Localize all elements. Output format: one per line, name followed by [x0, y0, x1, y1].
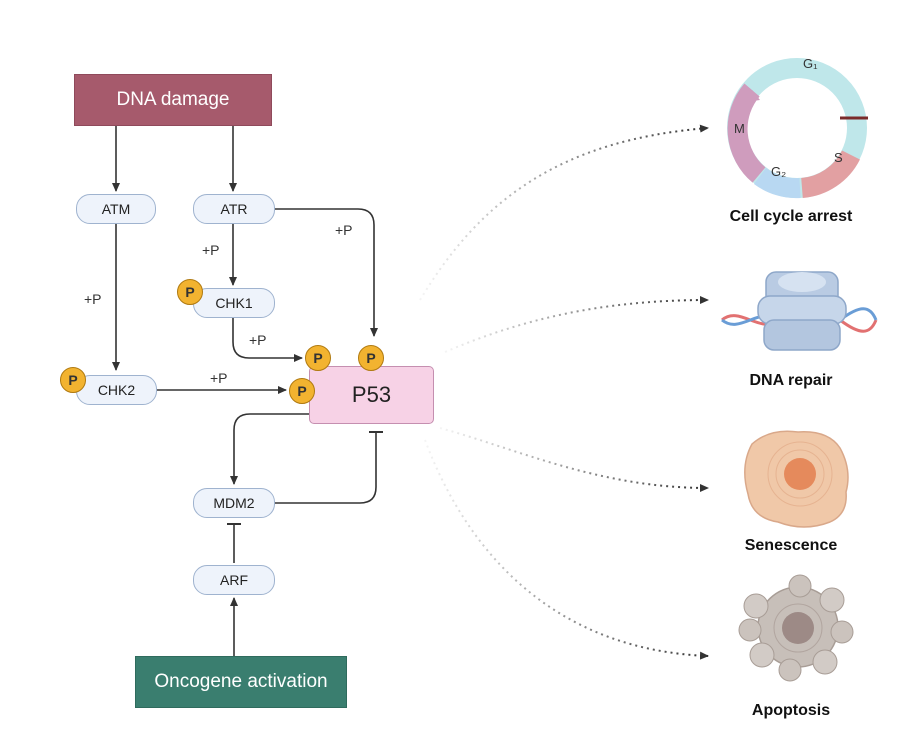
phosphate-label: P [313, 350, 323, 366]
plus-p-chk2-p53: +P [210, 370, 228, 386]
phosphate-badge-p53-top-left: P [305, 345, 331, 371]
p53-node: P53 [309, 366, 434, 424]
dna-damage-box: DNA damage [74, 74, 272, 126]
atm-label: ATM [101, 201, 131, 217]
outcome-senescence: Senescence [744, 537, 838, 554]
phosphate-label: P [297, 383, 307, 399]
arrow-p53-mdm2 [230, 413, 309, 485]
atm-node: ATM [76, 194, 156, 224]
arrow-atr-p53 [275, 208, 378, 337]
phase-m-label: M [734, 121, 745, 136]
phase-g2-label: G₂ [771, 164, 787, 179]
phosphate-badge-p53-left: P [289, 378, 315, 404]
dotted-arrow-apoptosis [424, 439, 709, 660]
outcome-cell-cycle-arrest: Cell cycle arrest [729, 208, 853, 225]
oncogene-label: Oncogene activation [154, 671, 328, 692]
phase-g1-label: G₁ [803, 56, 818, 71]
dotted-arrow-repair [444, 296, 709, 353]
dna-repair-icon [721, 271, 878, 351]
phosphate-label: P [366, 350, 376, 366]
cell-cycle-icon [727, 58, 868, 199]
arrow-chk1-p53 [232, 317, 303, 362]
mdm2-label: MDM2 [213, 495, 255, 511]
outcome-apoptosis: Apoptosis [751, 702, 831, 719]
plus-p-atr-p53: +P [335, 222, 353, 238]
phosphate-badge-p53-top-right: P [358, 345, 384, 371]
dna-damage-label: DNA damage [116, 89, 230, 110]
oncogene-activation-box: Oncogene activation [135, 656, 347, 708]
arf-node: ARF [193, 565, 275, 595]
phosphate-badge-chk2: P [60, 367, 86, 393]
atr-node: ATR [193, 194, 275, 224]
chk2-label: CHK2 [97, 382, 136, 398]
phosphate-label: P [185, 284, 195, 300]
phosphate-badge-chk1: P [177, 279, 203, 305]
dotted-arrow-arrest [419, 124, 709, 301]
outcome-dna-repair: DNA repair [749, 372, 833, 389]
dotted-arrow-senescence [439, 427, 709, 492]
phosphate-label: P [68, 372, 78, 388]
arf-label: ARF [220, 572, 248, 588]
apoptotic-cell-icon [738, 574, 854, 682]
senescent-cell-icon [744, 430, 849, 528]
atr-label: ATR [220, 201, 248, 217]
plus-p-atm-chk2: +P [84, 291, 102, 307]
chk1-label: CHK1 [215, 295, 253, 311]
mdm2-node: MDM2 [193, 488, 275, 518]
chk1-node: CHK1 [193, 288, 275, 318]
p53-label: P53 [351, 382, 392, 407]
chk2-node: CHK2 [76, 375, 157, 405]
phase-s-label: S [834, 150, 843, 165]
plus-p-chk1-p53: +P [249, 332, 267, 348]
plus-p-atr-chk1: +P [202, 242, 220, 258]
inhibit-mdm2-p53 [275, 432, 377, 504]
